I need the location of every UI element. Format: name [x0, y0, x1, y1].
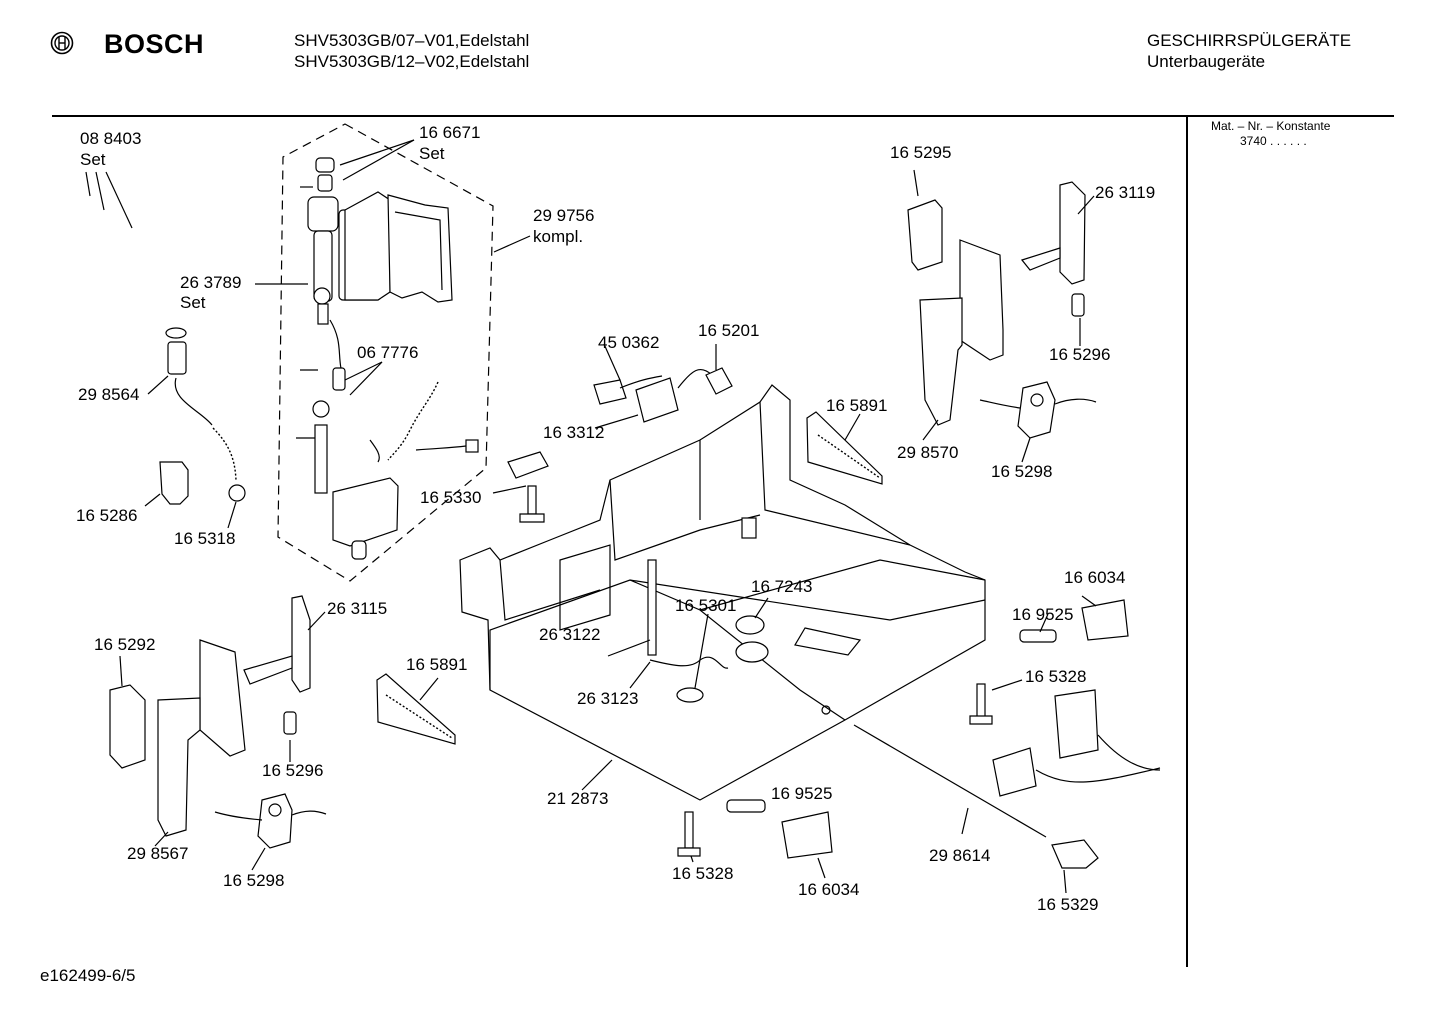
part-263123-number: 26 3123 — [577, 689, 638, 708]
part-165891-right-number: 16 5891 — [826, 396, 887, 415]
part-166671-note: Set — [419, 144, 445, 163]
part-166034-lower-number: 16 6034 — [798, 880, 859, 899]
part-450362-number: 45 0362 — [598, 333, 659, 352]
mat-nr-value: 3740 . . . . . . — [1240, 134, 1307, 148]
part-165329-number: 16 5329 — [1037, 895, 1098, 914]
part-298567-number: 29 8567 — [127, 844, 188, 863]
part-263119-number: 26 3119 — [1095, 183, 1155, 202]
part-165298-left-number: 16 5298 — [223, 871, 284, 890]
part-088403-number: 08 8403 — [80, 129, 141, 148]
part-263789-note: Set — [180, 293, 206, 312]
part-298614-number: 29 8614 — [929, 846, 990, 865]
water-inlet-assembly-drawing — [277, 123, 494, 582]
part-165201-number: 16 5201 — [698, 321, 759, 340]
mat-nr-heading: Mat. – Nr. – Konstante — [1211, 119, 1331, 133]
part-263115-number: 26 3115 — [327, 599, 387, 618]
bosch-armature-logo-icon — [50, 31, 74, 55]
brand-name: BOSCH — [104, 29, 205, 59]
part-165286-number: 16 5286 — [76, 506, 137, 525]
category-line-2: Unterbaugeräte — [1147, 52, 1266, 71]
part-165292-number: 16 5292 — [94, 635, 155, 654]
part-169525-lower-number: 16 9525 — [771, 784, 832, 803]
part-088403-note: Set — [80, 150, 106, 169]
part-165318-number: 16 5318 — [174, 529, 235, 548]
part-167243-number: 16 7243 — [751, 577, 812, 596]
leader-lines — [85, 139, 1097, 894]
model-line-2: SHV5303GB/12–V02,Edelstahl — [294, 52, 530, 71]
part-165330-number: 16 5330 — [420, 488, 481, 507]
part-263122-number: 26 3122 — [539, 625, 600, 644]
part-165298-right-number: 16 5298 — [991, 462, 1052, 481]
part-165296-left-number: 16 5296 — [262, 761, 323, 780]
part-067776-number: 06 7776 — [357, 343, 418, 362]
drawing-id: e162499-6/5 — [40, 966, 136, 985]
part-165296-right-number: 16 5296 — [1049, 345, 1110, 364]
part-165891-left-number: 16 5891 — [406, 655, 467, 674]
part-165328-lower-number: 16 5328 — [672, 864, 733, 883]
part-263789-number: 26 3789 — [180, 273, 241, 292]
base-tub-drawing — [459, 384, 986, 801]
header-divider — [52, 115, 1394, 117]
part-166034-right-number: 16 6034 — [1064, 568, 1125, 587]
right-hinge-group-drawing — [806, 181, 1097, 485]
drain-hose-drawing — [159, 327, 246, 505]
part-165328-right-number: 16 5328 — [1025, 667, 1086, 686]
category-line-1: GESCHIRRSPÜLGERÄTE — [1147, 31, 1352, 50]
part-163312-number: 16 3312 — [543, 423, 604, 442]
part-299756-note: kompl. — [533, 227, 583, 246]
part-298570-number: 29 8570 — [897, 443, 958, 462]
model-line-1: SHV5303GB/07–V01,Edelstahl — [294, 31, 530, 50]
part-166671-number: 16 6671 — [419, 123, 480, 142]
part-169525-right-number: 16 9525 — [1012, 605, 1073, 624]
part-165301-number: 16 5301 — [675, 596, 736, 615]
part-212873-number: 21 2873 — [547, 789, 608, 808]
part-number-labels: 08 8403 Set 16 6671 Set 29 9756 kompl. 2… — [76, 123, 1155, 914]
part-298564-number: 29 8564 — [78, 385, 139, 404]
left-hinge-group-drawing — [109, 595, 456, 849]
side-panel-divider — [1186, 117, 1188, 967]
small-parts-drawing — [507, 367, 1161, 869]
part-299756-number: 29 9756 — [533, 206, 594, 225]
part-165295-number: 16 5295 — [890, 143, 951, 162]
